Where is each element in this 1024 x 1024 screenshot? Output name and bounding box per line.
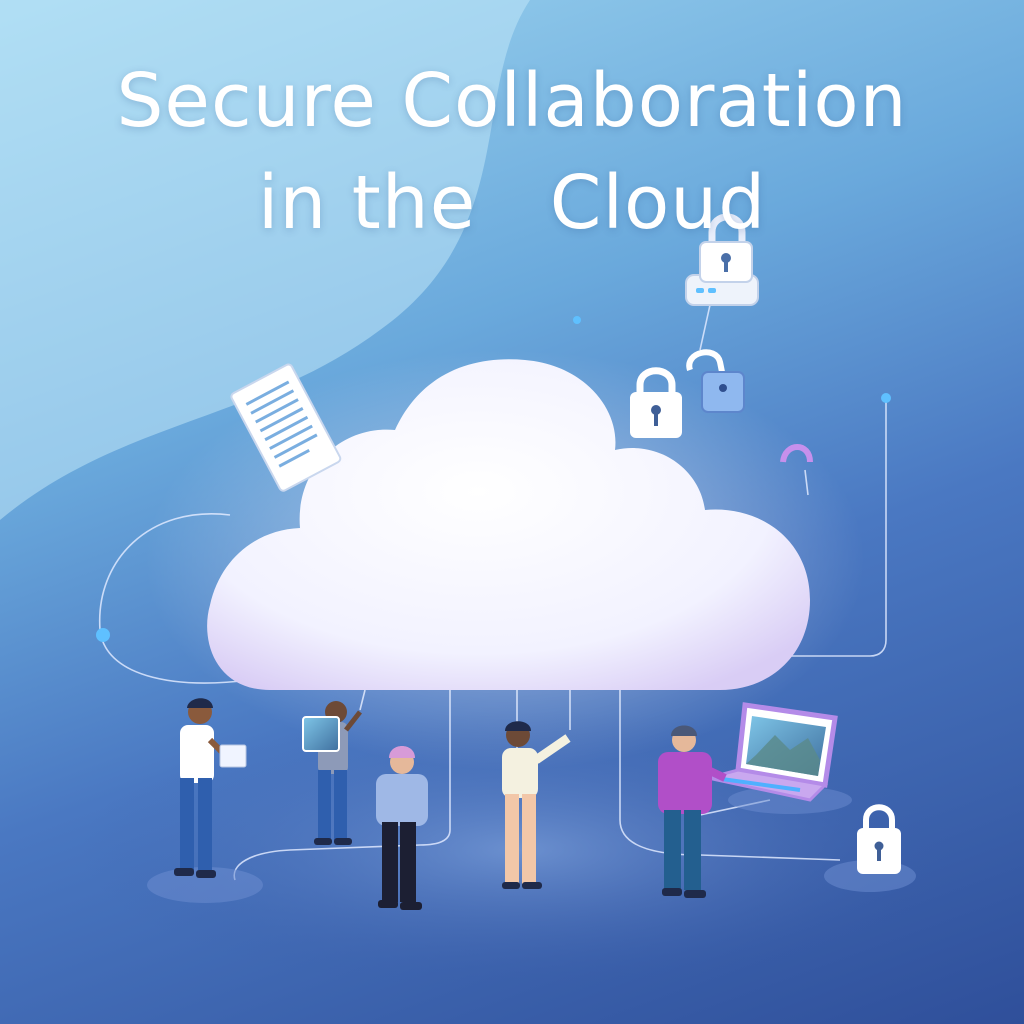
padlock-icon: [630, 367, 682, 438]
network-dot: [573, 316, 581, 324]
person-icon: [502, 721, 571, 889]
person-icon: [302, 701, 362, 845]
document-icon: [230, 363, 342, 492]
network-dot: [881, 393, 891, 403]
background-swoosh: [0, 0, 530, 520]
padlock-icon: [857, 804, 901, 874]
cloud-icon: [207, 359, 810, 690]
person-icon: [376, 746, 428, 910]
platform: [728, 786, 852, 814]
person-icon: [658, 725, 727, 898]
signal-arc: [780, 444, 813, 463]
person-icon: [174, 698, 247, 878]
padlock-icon: [686, 349, 745, 413]
padlock-icon: [699, 213, 753, 283]
network-dot: [96, 628, 110, 642]
headline-line-2: in the Cloud: [257, 160, 767, 246]
headline-line-1: Secure Collaboration: [116, 58, 908, 144]
laptop-icon: [707, 702, 838, 802]
platform: [147, 867, 263, 903]
